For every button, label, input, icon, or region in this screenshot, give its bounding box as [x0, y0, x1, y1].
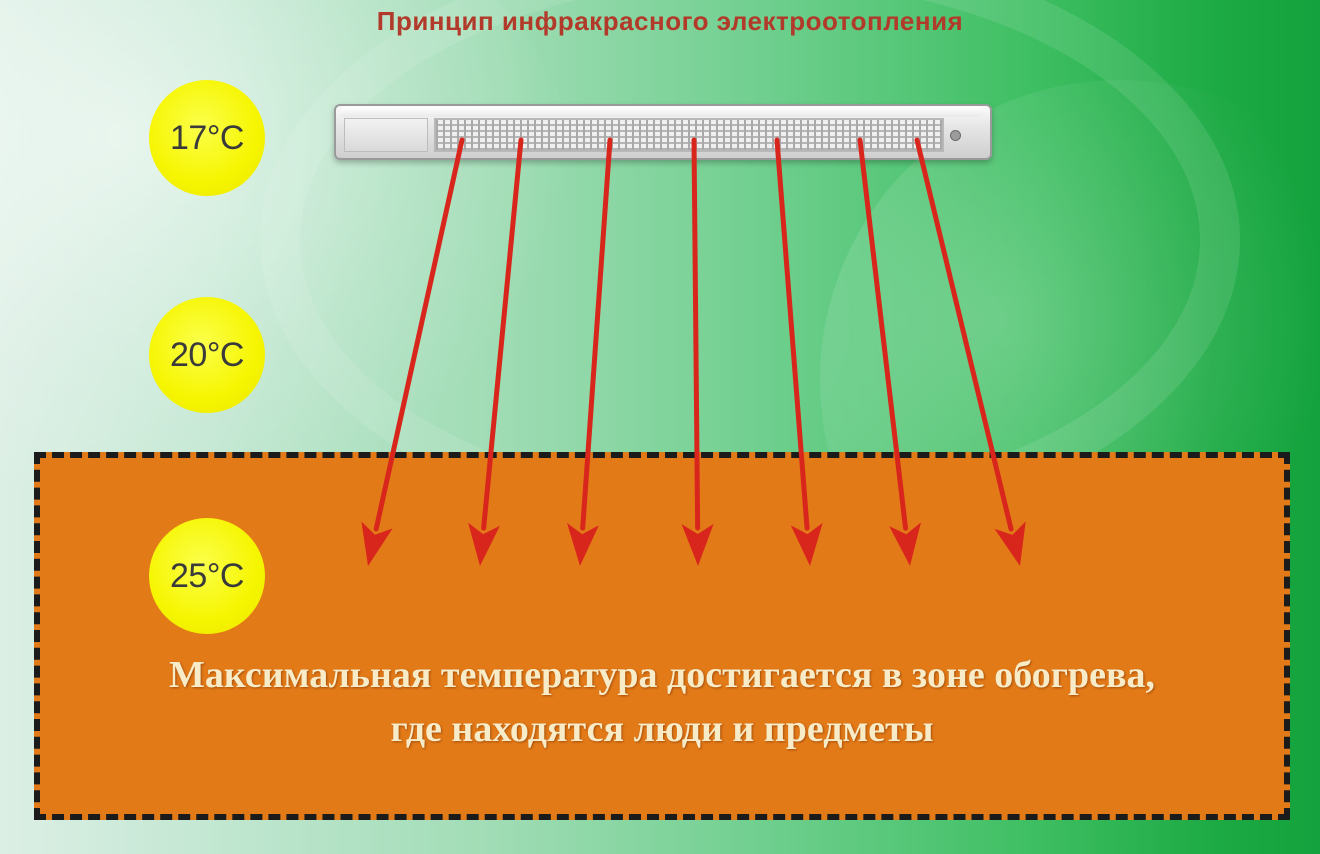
temperature-badge-middle: 20°C	[149, 297, 265, 413]
heater-end-panel	[344, 118, 428, 152]
zone-caption: Максимальная температура достигается в з…	[34, 648, 1290, 756]
diagram-title: Принцип инфракрасного электроотопления	[376, 6, 964, 36]
heater-top-edge	[340, 107, 982, 117]
heating-zone	[34, 452, 1290, 820]
infrared-heater-icon	[334, 104, 992, 160]
heater-grille	[434, 118, 944, 152]
temperature-badge-ceiling: 17°C	[149, 80, 265, 196]
temperature-badge-floor: 25°C	[149, 518, 265, 634]
background-swoosh	[0, 0, 580, 520]
heater-screw	[950, 130, 961, 141]
zone-caption-line-1: Максимальная температура достигается в з…	[169, 654, 1155, 696]
zone-caption-line-2: где находятся люди и предметы	[390, 708, 934, 750]
